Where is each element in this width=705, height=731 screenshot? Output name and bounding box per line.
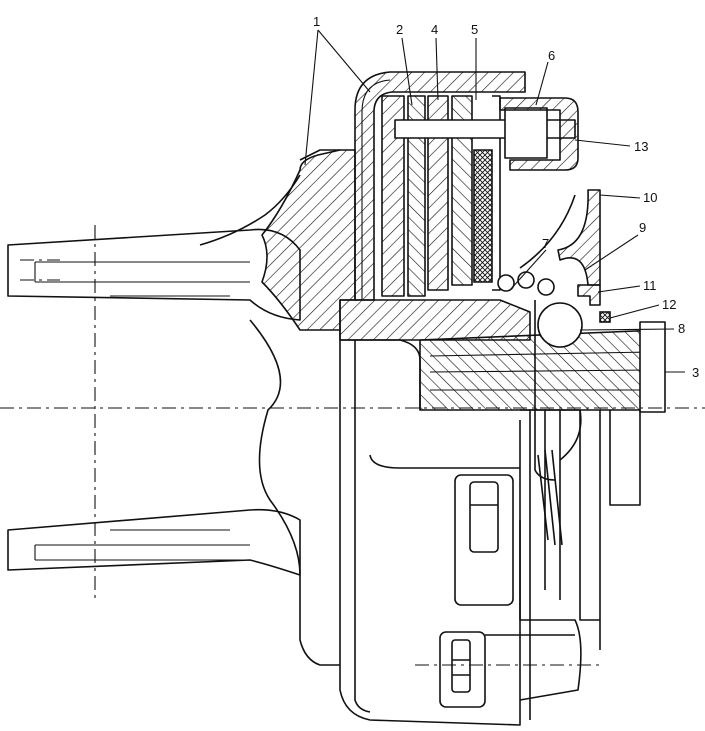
callout-13: 13 (634, 139, 648, 154)
callout-11: 11 (643, 278, 657, 293)
lower-housing (339, 300, 641, 726)
callout-6: 6 (548, 48, 555, 63)
shaft-end-cap (639, 321, 666, 413)
callout-5: 5 (471, 22, 478, 37)
snap-ring-12 (599, 311, 611, 323)
callout-2: 2 (396, 22, 403, 37)
callout-9: 9 (639, 220, 646, 235)
housing-cover (354, 71, 526, 301)
clamp-bolt (394, 119, 576, 139)
friction-disc (407, 95, 426, 297)
leader-lines (304, 29, 685, 373)
pressure-plate-2 (381, 95, 405, 297)
callout-3: 3 (692, 365, 699, 380)
yoke (7, 149, 340, 666)
ball-retainer-11 (577, 284, 601, 306)
callout-10: 10 (643, 190, 657, 205)
bolt-head-6 (504, 107, 548, 159)
spring-pack (473, 149, 493, 283)
callout-4: 4 (431, 22, 438, 37)
callout-1: 1 (313, 14, 320, 29)
callout-12: 12 (662, 297, 676, 312)
yoke-hub-section (261, 149, 356, 331)
callout-7: 7 (542, 236, 549, 251)
detent-ball (537, 302, 583, 348)
friction-disc-5 (451, 95, 473, 286)
hub-section (339, 299, 531, 341)
spring-plate-10 (557, 189, 601, 286)
callout-8: 8 (678, 321, 685, 336)
drive-plate-4 (427, 95, 449, 291)
